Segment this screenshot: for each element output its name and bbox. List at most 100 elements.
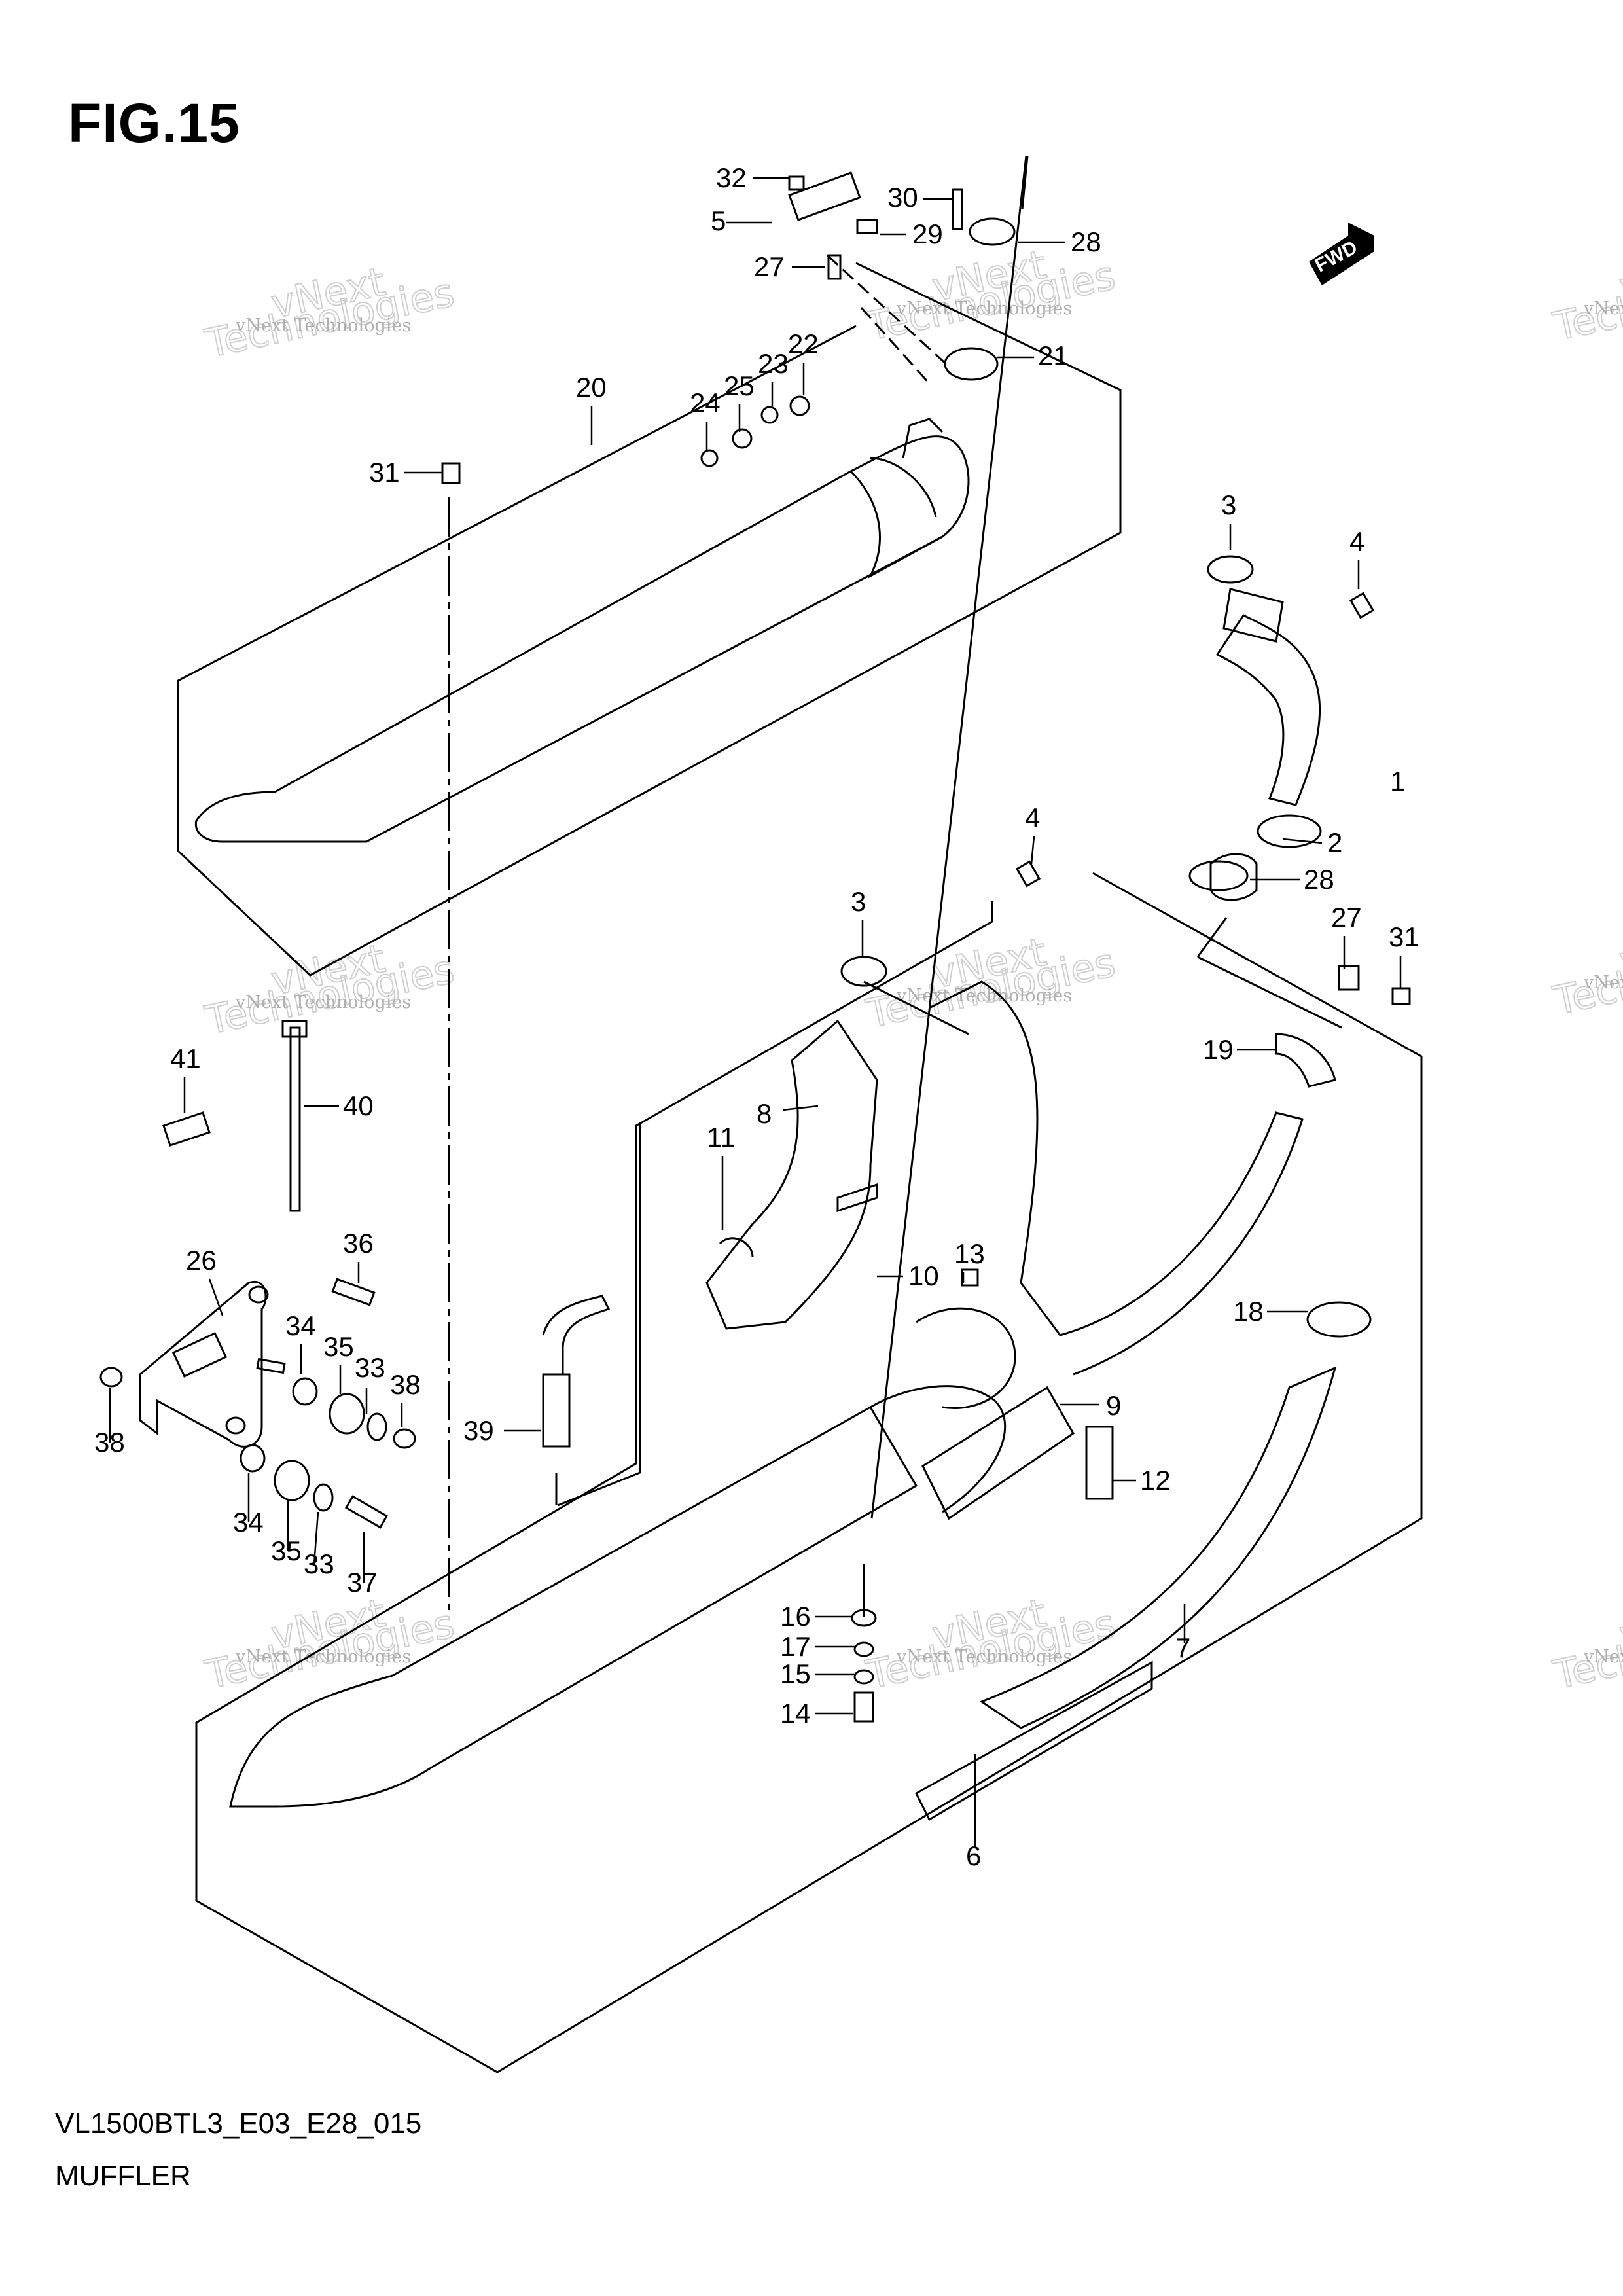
callout-8: 8 bbox=[757, 1098, 772, 1129]
callout-3: 3 bbox=[851, 886, 866, 917]
callout-16: 16 bbox=[780, 1601, 811, 1632]
watermark-text: vNext Technologies bbox=[896, 986, 1072, 1006]
watermark-text: vNext Technologies bbox=[1583, 973, 1623, 993]
callout-31: 31 bbox=[369, 457, 400, 488]
watermark-text: vNext Technologies bbox=[1583, 298, 1623, 319]
upper-muffler bbox=[194, 418, 970, 843]
callout-38: 38 bbox=[94, 1427, 125, 1458]
callout-leader bbox=[1030, 836, 1035, 865]
watermark-text: vNext Technologies bbox=[235, 315, 411, 336]
bolt-40-head bbox=[281, 1020, 308, 1038]
lower-exhaust-assembly bbox=[229, 980, 1337, 1821]
o2-sensor-39 bbox=[542, 1373, 571, 1448]
callout-33: 33 bbox=[355, 1352, 385, 1383]
nut-24 bbox=[700, 449, 719, 467]
bolt-30 bbox=[952, 188, 963, 230]
callout-10: 10 bbox=[908, 1261, 939, 1291]
cushion-35-upper bbox=[329, 1393, 365, 1435]
callout-35: 35 bbox=[271, 1535, 302, 1566]
callout-25: 25 bbox=[724, 370, 755, 401]
callout-leaders bbox=[109, 177, 1402, 1847]
group-box-lower-exhaust bbox=[195, 872, 1423, 2073]
callout-1: 1 bbox=[1390, 766, 1405, 797]
callout-11: 11 bbox=[707, 1122, 736, 1153]
clamp-21 bbox=[944, 347, 999, 381]
cushion-35-lower bbox=[274, 1460, 310, 1501]
callout-29: 29 bbox=[912, 219, 943, 249]
damper-27-lower bbox=[1338, 965, 1360, 991]
callout-21: 21 bbox=[1038, 340, 1069, 371]
clip-29 bbox=[856, 219, 878, 234]
callout-27: 27 bbox=[754, 251, 785, 282]
bolt-13 bbox=[961, 1268, 979, 1287]
washer-33-lower bbox=[313, 1483, 334, 1512]
callout-30: 30 bbox=[887, 182, 918, 213]
exhaust-pipe-front bbox=[1207, 555, 1322, 901]
callout-15: 15 bbox=[780, 1659, 811, 1689]
callout-3: 3 bbox=[1221, 490, 1236, 520]
callout-4: 4 bbox=[1349, 526, 1364, 557]
callout-20: 20 bbox=[576, 372, 607, 403]
bolt-22 bbox=[789, 395, 810, 416]
o2-sensor-wire bbox=[542, 1295, 611, 1374]
callout-41: 41 bbox=[170, 1043, 201, 1074]
collar-34-upper bbox=[292, 1377, 318, 1406]
callout-17: 17 bbox=[780, 1631, 811, 1662]
callout-34: 34 bbox=[285, 1310, 316, 1341]
stud-bracket bbox=[256, 1357, 286, 1374]
damper-27-top bbox=[827, 254, 842, 280]
callout-38: 38 bbox=[390, 1369, 421, 1400]
callout-39: 39 bbox=[463, 1415, 494, 1446]
callout-4: 4 bbox=[1025, 802, 1040, 833]
callout-36: 36 bbox=[343, 1228, 374, 1259]
callout-31: 31 bbox=[1389, 922, 1419, 952]
group-box-upper-muffler bbox=[177, 262, 1122, 977]
watermark-text: vNext Technologies bbox=[235, 992, 411, 1013]
callout-leader bbox=[782, 1105, 819, 1111]
collar-34-lower bbox=[240, 1444, 266, 1473]
callout-leader bbox=[1282, 838, 1323, 844]
guide-line-clamp-2 bbox=[1197, 956, 1342, 1029]
callout-9: 9 bbox=[1106, 1390, 1121, 1421]
callout-6: 6 bbox=[966, 1840, 981, 1871]
watermark-text: vNext Technologies bbox=[896, 298, 1072, 319]
gasket-3-lower bbox=[840, 956, 887, 987]
hardware bbox=[99, 171, 1411, 1723]
callout-32: 32 bbox=[716, 162, 747, 193]
washer-15 bbox=[853, 1669, 874, 1685]
washer-23 bbox=[760, 406, 779, 424]
cushion-25 bbox=[732, 428, 753, 449]
figure-name: MUFFLER bbox=[55, 2160, 191, 2192]
callout-leader bbox=[208, 1278, 224, 1316]
callout-18: 18 bbox=[1233, 1296, 1264, 1327]
callout-leader bbox=[313, 1511, 319, 1565]
callout-13: 13 bbox=[954, 1238, 985, 1269]
clamp-19 bbox=[1275, 1033, 1336, 1088]
forward-direction-badge: FWD bbox=[1309, 223, 1374, 285]
nut-16 bbox=[851, 1609, 877, 1627]
callout-28: 28 bbox=[1304, 864, 1334, 895]
callout-12: 12 bbox=[1140, 1465, 1171, 1496]
figure-code: VL1500BTL3_E03_E28_015 bbox=[55, 2108, 422, 2140]
guide-line-gasket bbox=[863, 980, 969, 1035]
bolt-14 bbox=[853, 1691, 874, 1723]
bolt-36 bbox=[331, 1278, 376, 1306]
callout-labels: 1233445678910111213141516171819202122232… bbox=[94, 162, 1419, 1871]
watermark-text: vNext Technologies bbox=[896, 1647, 1072, 1667]
callout-37: 37 bbox=[347, 1567, 378, 1598]
nut-38-right bbox=[393, 1428, 416, 1449]
damper-10 bbox=[836, 1183, 878, 1213]
washer-33-upper bbox=[366, 1412, 387, 1441]
callout-2: 2 bbox=[1327, 827, 1342, 858]
callout-7: 7 bbox=[1175, 1632, 1190, 1663]
callout-28: 28 bbox=[1071, 226, 1101, 257]
callout-34: 34 bbox=[233, 1507, 264, 1537]
gasket-28-lower bbox=[1188, 860, 1249, 891]
